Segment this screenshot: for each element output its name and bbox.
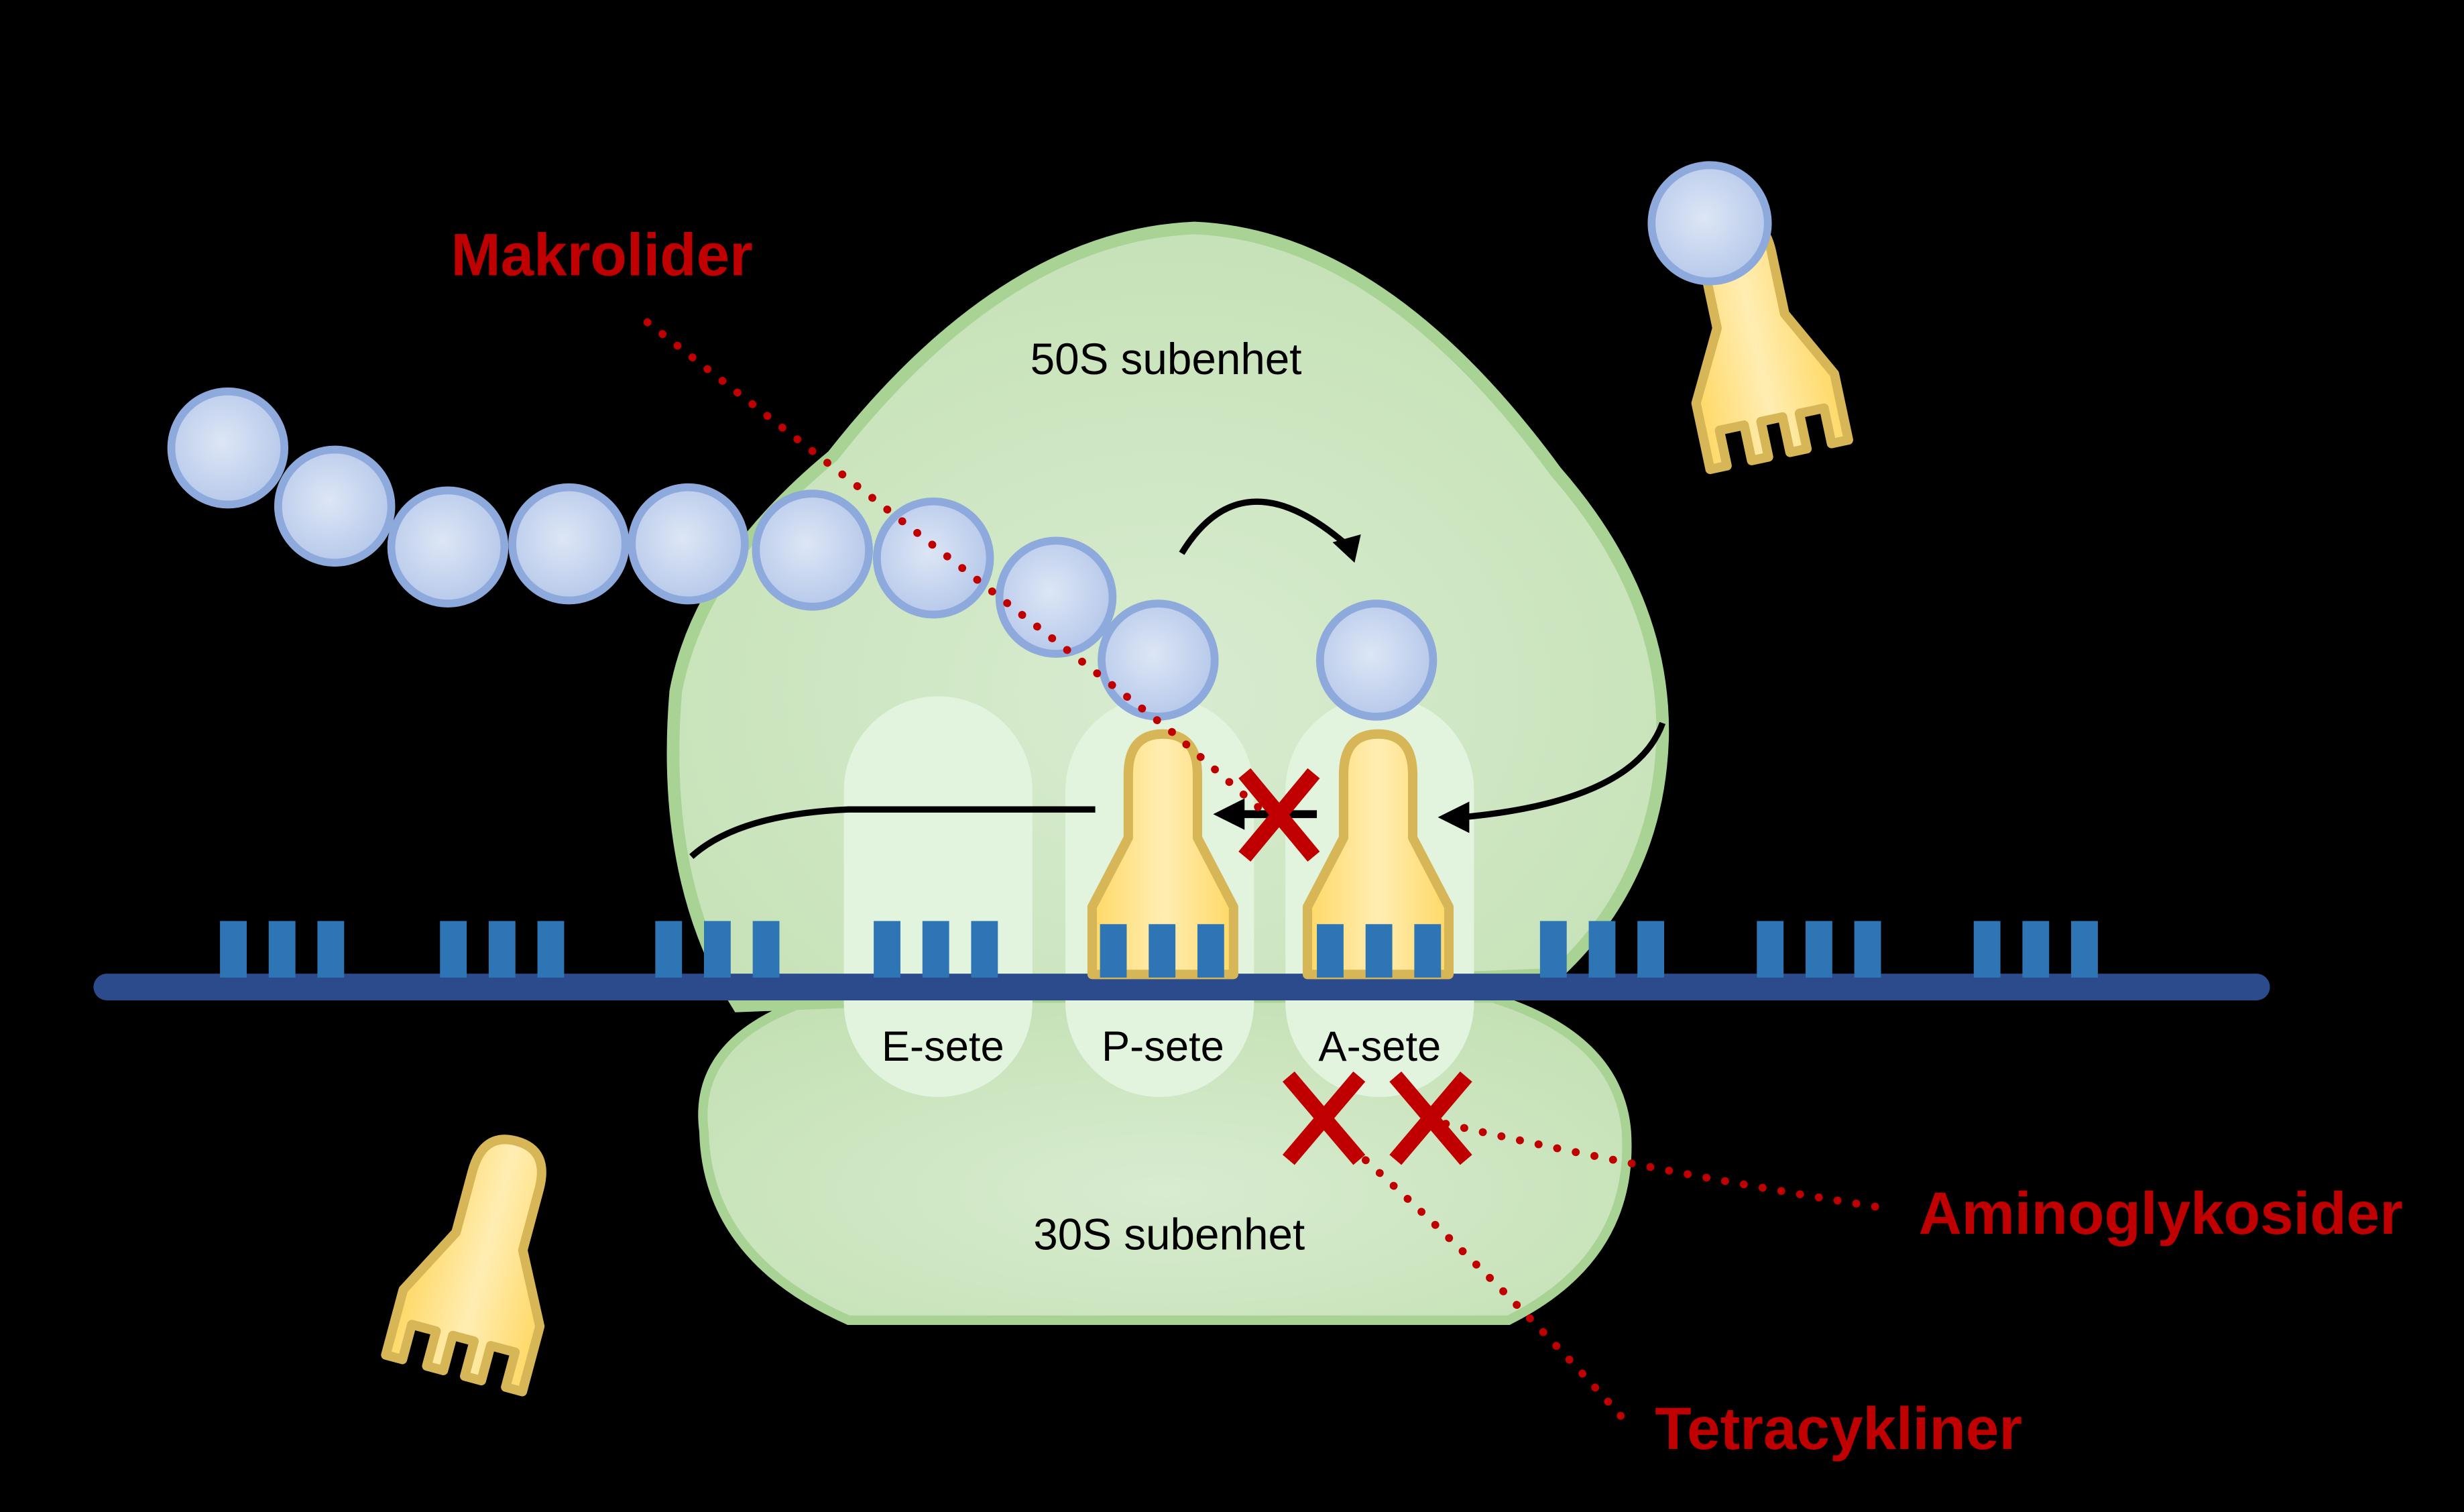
codon-base [704,921,731,978]
small-subunit-label: 30S subenhet [1033,1210,1305,1259]
codon-base [1588,921,1616,978]
codon-base [1539,921,1567,978]
codon-base [220,921,247,978]
codon-base [488,921,516,978]
e-site-label: E-sete [882,1023,1004,1070]
aminoglykosider-pointer [1442,1120,1882,1212]
amino-acid [872,497,994,619]
codon-base [268,921,296,978]
codon-base [2071,921,2098,978]
amino-acid [167,387,289,509]
codon-base [655,921,683,978]
amino-acid-a-site [1315,599,1438,721]
codon-base [971,921,998,978]
x-mark-translocation [1238,768,1320,862]
codon-base [2022,921,2050,978]
codon-base [1100,924,1127,978]
codon-base [1414,924,1442,978]
free-trna-uncharged [386,1122,585,1391]
codon-base [1365,924,1393,978]
amino-acid [628,483,749,605]
codon-base [1805,921,1832,978]
codon-base [317,921,345,978]
codon-base [440,921,467,978]
inhibitor-pointers [643,318,1882,1427]
codon-base [922,921,949,978]
amino-acid [274,445,396,567]
mrna-strand [93,921,2270,1000]
makrolider-label: Makrolider [451,221,752,288]
codon-base [1197,924,1224,978]
tetracykliner-label: Tetracykliner [1655,1395,2022,1462]
codon-base [537,921,565,978]
peptide-chain [167,387,1219,721]
codon-base [1973,921,2001,978]
amino-acid [1098,599,1219,721]
exit-path-arrow [689,806,1096,859]
x-mark-tetracykliner [1282,1071,1366,1165]
aminoglykosider-label: Aminoglykosider [1918,1179,2402,1246]
codon-base [1149,924,1176,978]
codon-base [752,921,780,978]
incoming-trna-arrow [1438,721,1666,833]
inhibition-x-marks [1238,768,1472,1165]
x-mark-aminoglykosider [1389,1071,1472,1165]
peptide-transfer-arrow [1179,498,1361,563]
p-site-label: P-sete [1102,1023,1224,1070]
amino-acid [387,486,509,608]
codon-base [1854,921,1881,978]
codon-base [1317,924,1344,978]
codon-base [874,921,900,978]
makrolider-pointer [643,318,1274,821]
amino-acid-free [1647,161,1772,286]
tetracykliner-pointer [1347,1143,1631,1427]
large-subunit-label: 50S subenhet [1031,335,1302,384]
amino-acid [508,483,630,605]
codon-base [1757,921,1784,978]
amino-acid [995,536,1117,658]
amino-acid [752,489,873,611]
codon-base [1637,921,1665,978]
a-site-label: A-sete [1318,1023,1441,1070]
